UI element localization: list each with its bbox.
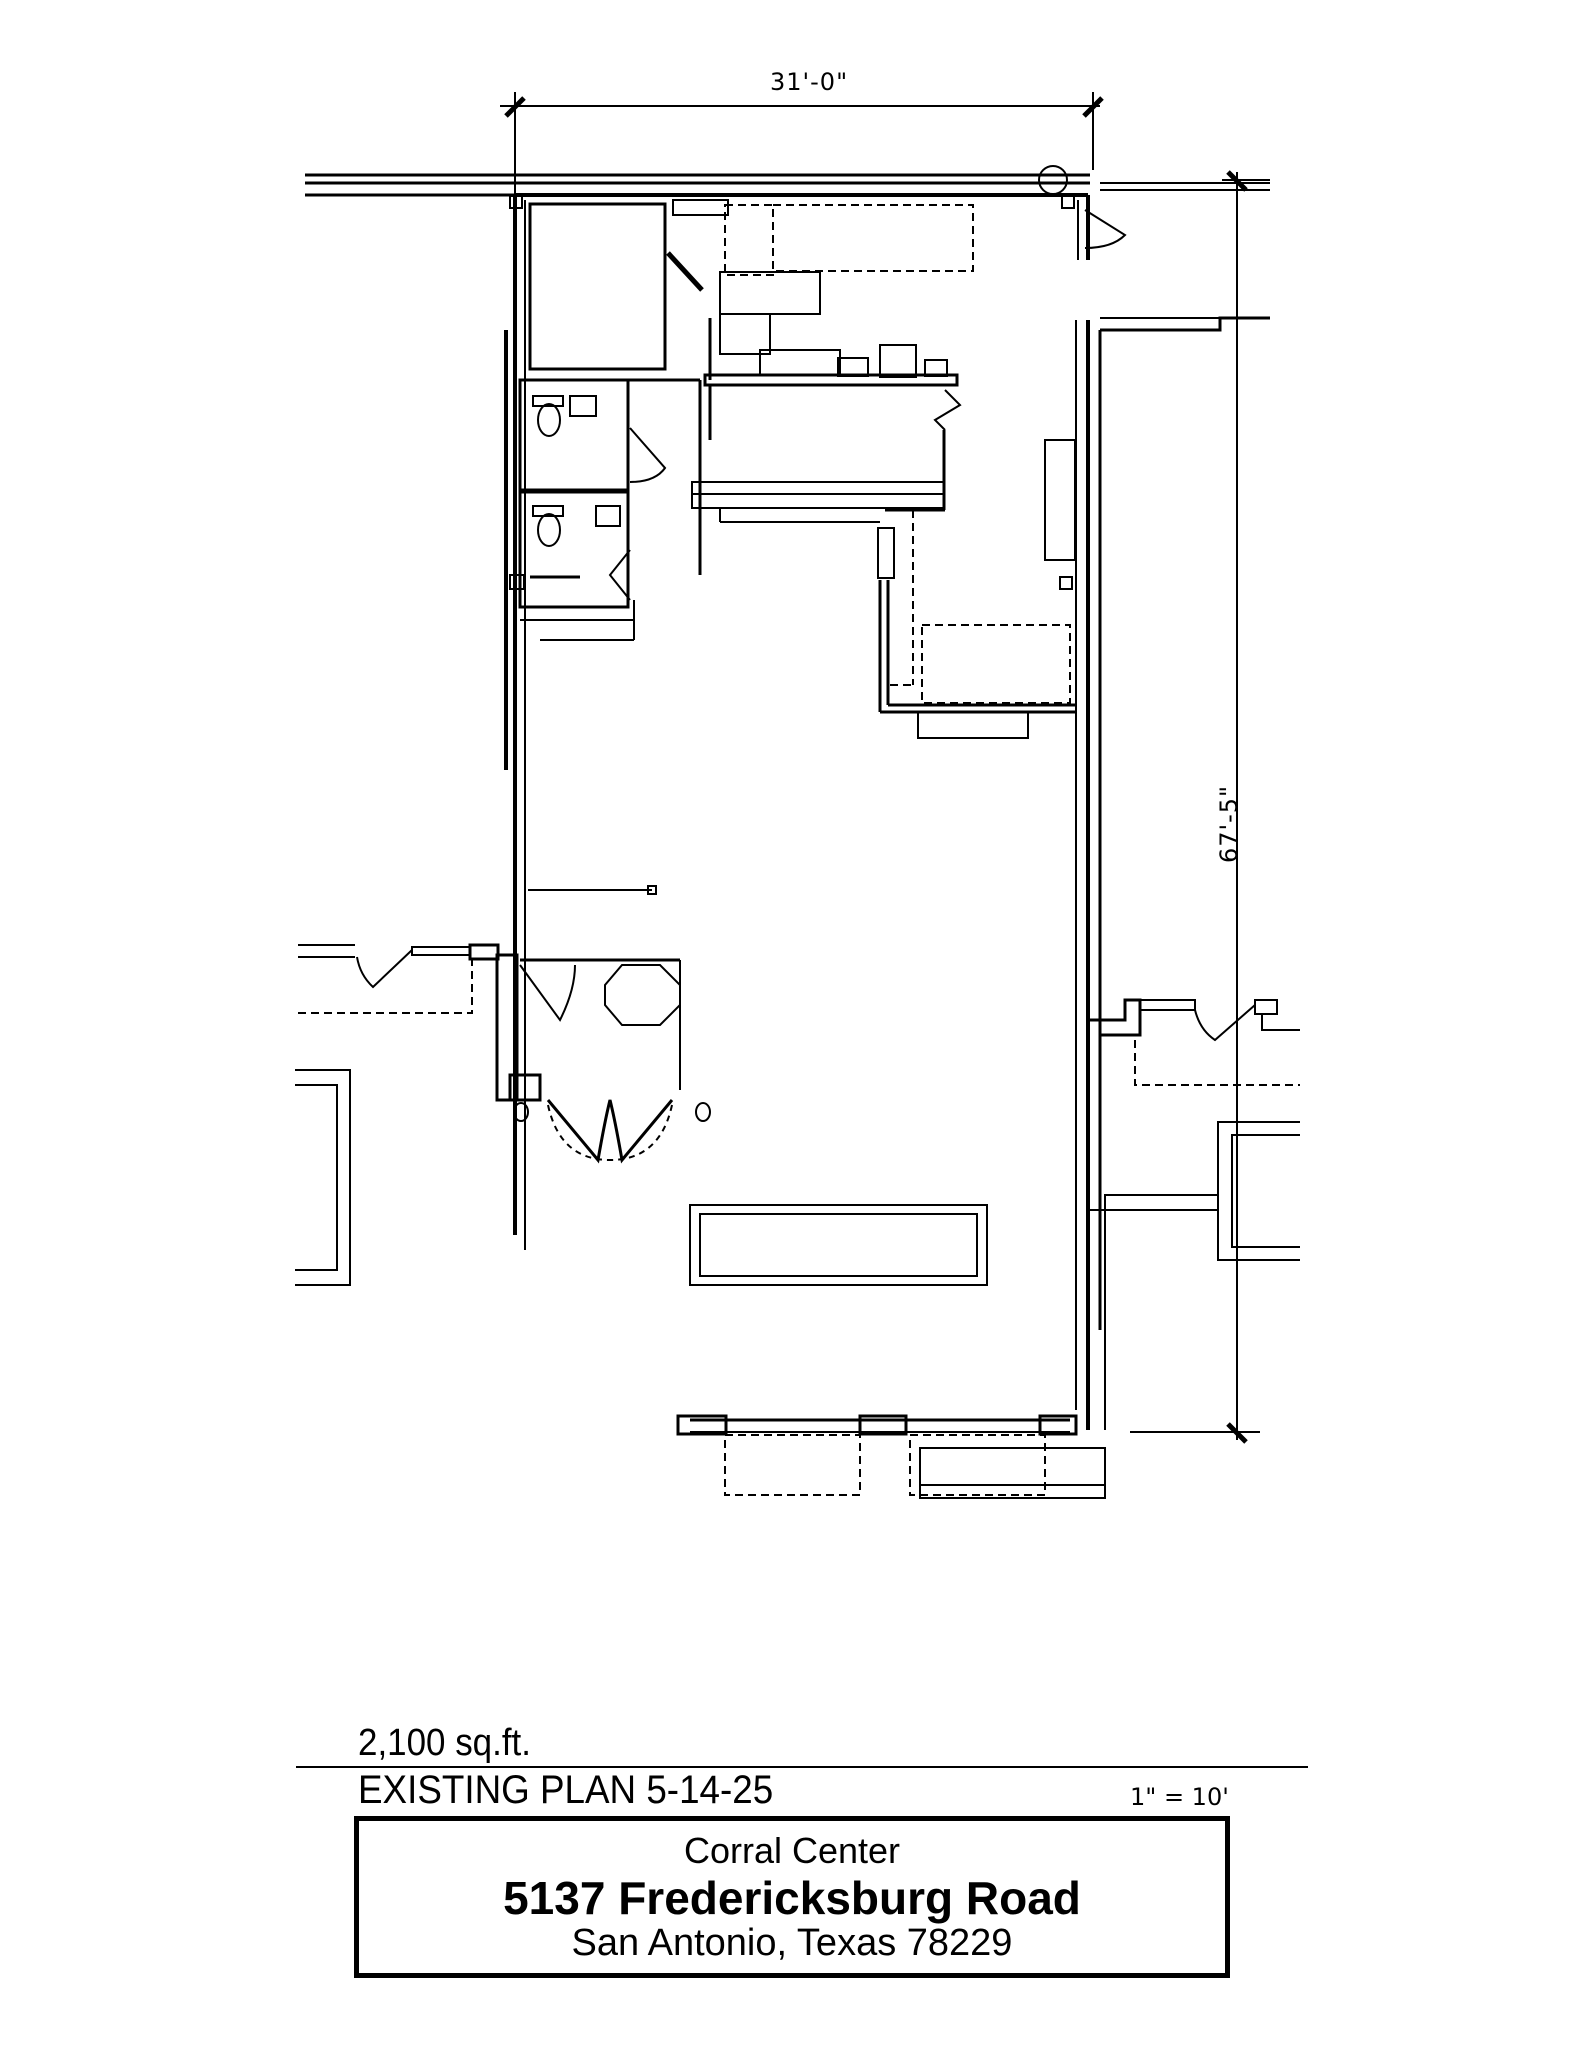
plan-title: EXISTING PLAN 5-14-25 (358, 1768, 774, 1812)
scale-label: 1" = 10' (1130, 1783, 1229, 1811)
property-city: San Antonio, Texas 78229 (571, 1922, 1013, 1964)
property-address: 5137 Fredericksburg Road (503, 1872, 1081, 1924)
office-room (877, 439, 1076, 739)
depth-dimension (1130, 170, 1270, 1444)
restrooms (518, 378, 702, 641)
entry-vestibule (495, 953, 711, 1164)
adjacent-top-wall (305, 173, 1270, 197)
front-fixtures (689, 1204, 1106, 1499)
kitchen-area (691, 271, 962, 523)
storefront (676, 1414, 1078, 1436)
office-dashed-fixtures (890, 510, 1071, 704)
area-label: 2,100 sq.ft. (358, 1722, 531, 1764)
adjacent-unit-right (1087, 316, 1300, 1430)
interior-partitions (509, 574, 657, 895)
adjacent-unit-left (295, 943, 500, 1286)
width-dimension (500, 92, 1104, 200)
width-dimension-label: 31'-0" (770, 68, 849, 96)
overhead-fixtures (724, 204, 974, 276)
title-divider (296, 1766, 1308, 1768)
depth-dimension-label: 67'-5" (1215, 784, 1244, 864)
property-name: Corral Center (683, 1830, 901, 1871)
title-block: Corral Center 5137 Fredericksburg Road S… (354, 1816, 1230, 1978)
storage-room (528, 202, 704, 371)
